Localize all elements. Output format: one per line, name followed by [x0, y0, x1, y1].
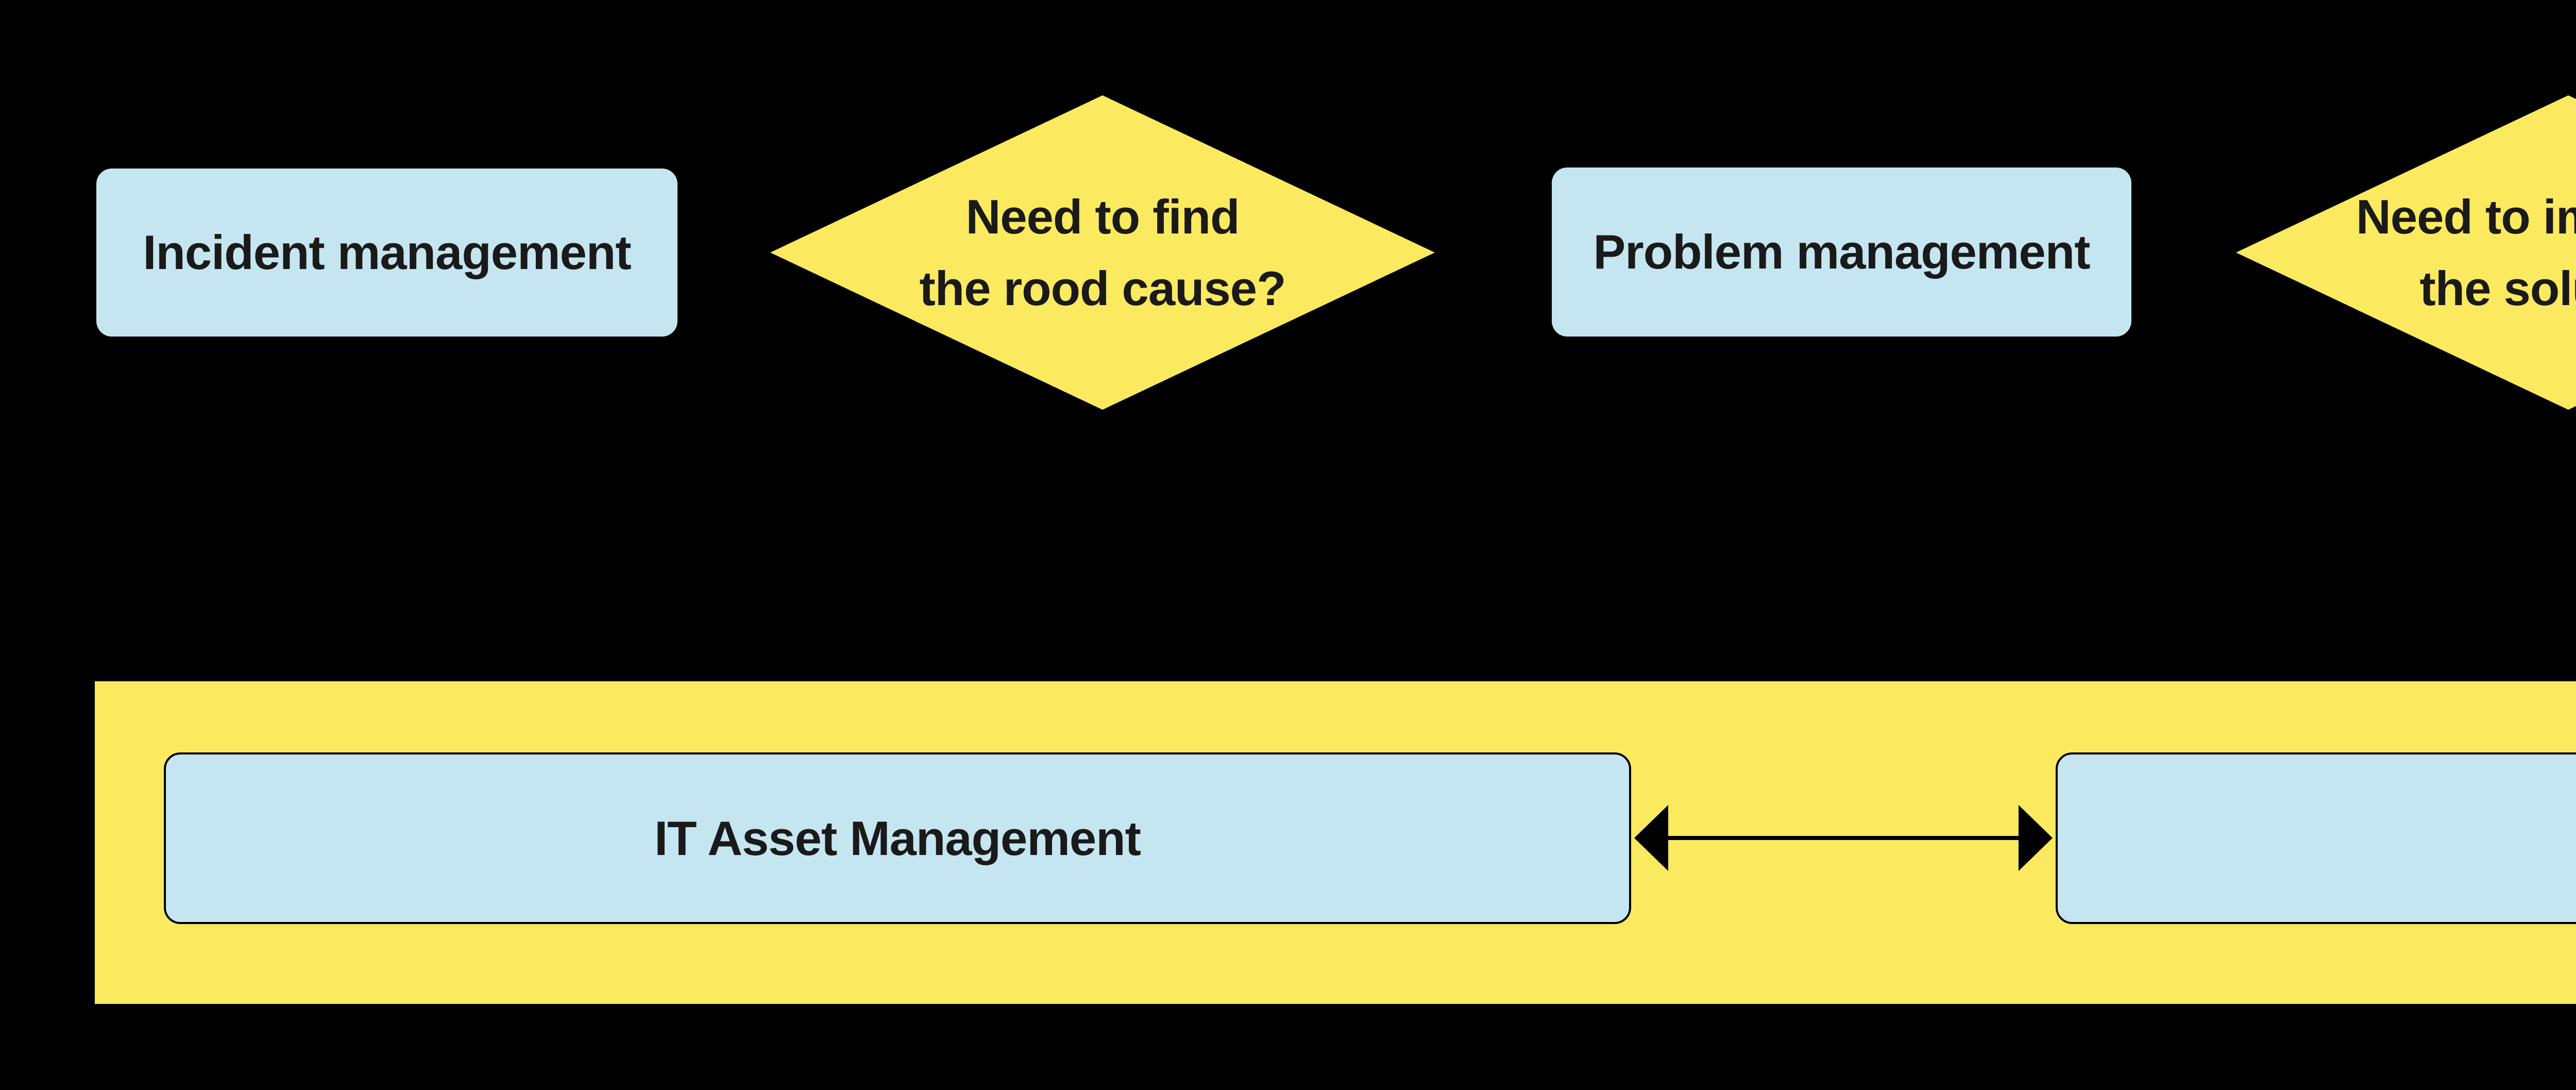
- root-cause-decision-line1: Need to find: [965, 189, 1240, 244]
- implement-solution-decision-label: Need to implement the solution?: [2236, 95, 2576, 410]
- bidirectional-arrow-icon: [1634, 805, 2053, 871]
- it-asset-management-node: IT Asset Management: [164, 752, 1631, 924]
- foundation-band: IT Asset Management CMDB: [95, 681, 2576, 1004]
- root-cause-decision-node: Need to find the rood cause?: [770, 95, 1435, 410]
- implement-solution-decision-line2: the solution?: [2419, 261, 2576, 315]
- implement-solution-decision-node: Need to implement the solution?: [2236, 95, 2576, 410]
- problem-management-label: Problem management: [1593, 225, 2090, 279]
- it-asset-management-label: IT Asset Management: [654, 811, 1141, 865]
- root-cause-decision-line2: the rood cause?: [919, 261, 1286, 315]
- implement-solution-decision-line1: Need to implement: [2356, 189, 2576, 244]
- incident-management-label: Incident management: [143, 225, 631, 279]
- cmdb-node: CMDB: [2056, 752, 2576, 924]
- problem-management-node: Problem management: [1552, 167, 2131, 337]
- incident-management-node: Incident management: [96, 169, 677, 337]
- root-cause-decision-label: Need to find the rood cause?: [770, 95, 1435, 410]
